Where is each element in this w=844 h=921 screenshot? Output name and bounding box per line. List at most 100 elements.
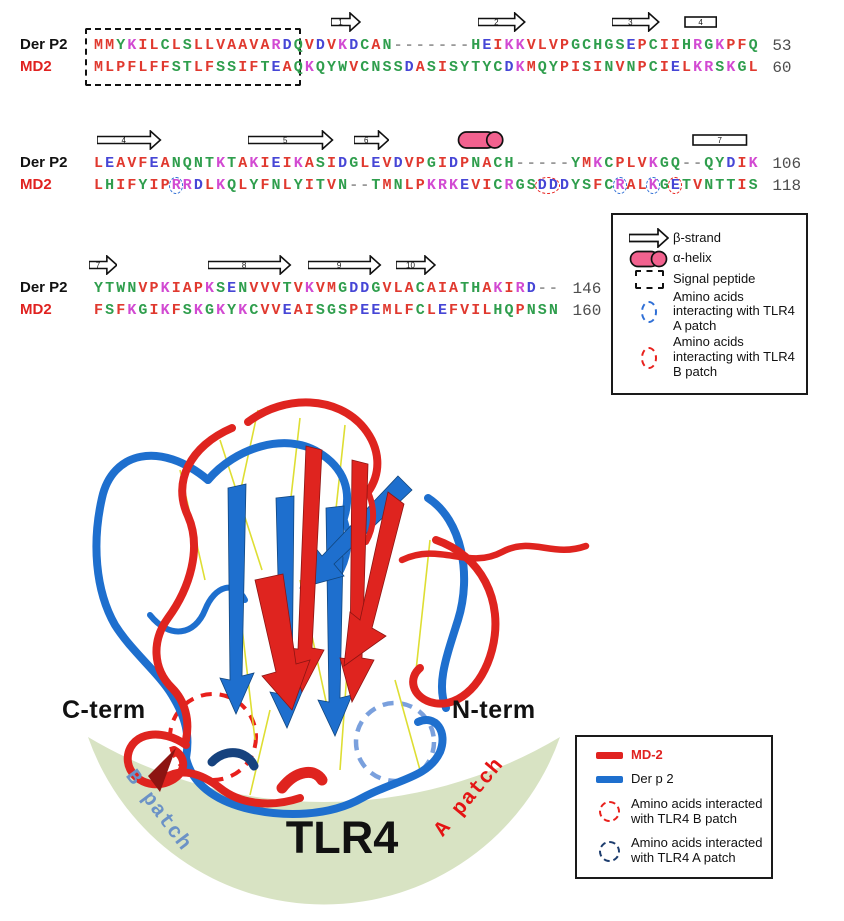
residue: S bbox=[105, 302, 115, 319]
residue: K bbox=[216, 155, 226, 172]
residue: I bbox=[149, 177, 159, 194]
residue: H bbox=[471, 280, 481, 297]
residue: L bbox=[626, 155, 636, 172]
svg-text:7: 7 bbox=[95, 261, 100, 270]
residue: K bbox=[304, 280, 314, 297]
residue: L bbox=[482, 302, 492, 319]
residue: Y bbox=[227, 302, 237, 319]
residue: L bbox=[171, 37, 181, 54]
legend-label: Amino acids interacted with TLR4 B patch bbox=[631, 795, 763, 826]
legend-item-signal-peptide: Signal peptide bbox=[625, 269, 798, 289]
md2-color-bar-icon bbox=[587, 751, 631, 759]
residue: Q bbox=[537, 59, 547, 76]
residue: A bbox=[304, 155, 314, 172]
residue: F bbox=[116, 302, 126, 319]
residue: C bbox=[493, 59, 503, 76]
residue-count: 53 bbox=[772, 37, 792, 55]
residue: I bbox=[282, 155, 292, 172]
residue: - bbox=[682, 155, 692, 172]
residue: - bbox=[360, 177, 370, 194]
residue: V bbox=[382, 280, 392, 297]
residue: P bbox=[415, 177, 425, 194]
residue: F bbox=[204, 59, 214, 76]
residue: C bbox=[415, 302, 425, 319]
residue: S bbox=[615, 37, 625, 54]
residue: D bbox=[404, 59, 414, 76]
residue: T bbox=[371, 177, 381, 194]
residue: G bbox=[371, 280, 381, 297]
residue: S bbox=[748, 177, 758, 194]
residue: I bbox=[659, 59, 669, 76]
md2-ribbon bbox=[123, 398, 590, 808]
residue: N bbox=[338, 177, 348, 194]
residue: K bbox=[216, 177, 226, 194]
legend-label: Signal peptide bbox=[673, 270, 756, 286]
residue: C bbox=[493, 155, 503, 172]
residue: H bbox=[105, 177, 115, 194]
residue: C bbox=[648, 59, 658, 76]
signal-peptide-icon bbox=[625, 269, 673, 289]
residue: L bbox=[282, 177, 292, 194]
sequence-label: Der P2 bbox=[20, 154, 68, 171]
residue: A bbox=[293, 302, 303, 319]
residue: T bbox=[682, 177, 692, 194]
legend-item-b-patch-residues: Amino acids interacted with TLR4 B patch bbox=[587, 795, 765, 827]
residue: T bbox=[715, 177, 725, 194]
svg-text:7: 7 bbox=[718, 136, 723, 145]
tlr4-crescent bbox=[88, 737, 560, 905]
residue: Y bbox=[715, 155, 725, 172]
residue: N bbox=[626, 59, 636, 76]
residue: N bbox=[127, 280, 137, 297]
residue: L bbox=[637, 177, 647, 194]
residue: Q bbox=[182, 155, 192, 172]
legend-label: MD-2 bbox=[631, 747, 663, 762]
legend-label: α-helix bbox=[673, 250, 712, 266]
residue: C bbox=[648, 37, 658, 54]
residue: V bbox=[260, 302, 270, 319]
beta-strand-arrow: 10 bbox=[395, 254, 437, 276]
residue: Q bbox=[227, 177, 237, 194]
residue: S bbox=[182, 37, 192, 54]
residue: K bbox=[726, 59, 736, 76]
residue: E bbox=[460, 177, 470, 194]
residue: C bbox=[160, 37, 170, 54]
sequence-label: Der P2 bbox=[20, 279, 68, 296]
beta-strand-bar: 7 bbox=[692, 130, 748, 150]
residue: N bbox=[193, 155, 203, 172]
residue: A bbox=[238, 37, 248, 54]
residue: D bbox=[449, 155, 459, 172]
residue: F bbox=[171, 302, 181, 319]
svg-text:1: 1 bbox=[338, 18, 343, 27]
residue: P bbox=[160, 177, 170, 194]
residue: K bbox=[249, 155, 259, 172]
residue-interaction-circle bbox=[646, 177, 661, 194]
legend-item-beta-strand: β-strand bbox=[625, 228, 798, 248]
residue: N bbox=[704, 177, 714, 194]
residue: F bbox=[449, 302, 459, 319]
beta-strand-arrow: 9 bbox=[307, 254, 382, 276]
legend-item-md2: MD-2 bbox=[587, 747, 765, 763]
residue: V bbox=[127, 155, 137, 172]
residue: T bbox=[182, 59, 192, 76]
residue: V bbox=[327, 37, 337, 54]
residue: L bbox=[404, 177, 414, 194]
residue: L bbox=[393, 280, 403, 297]
residue: V bbox=[138, 280, 148, 297]
residue: Y bbox=[571, 177, 581, 194]
residue: C bbox=[582, 37, 592, 54]
residue: D bbox=[360, 280, 370, 297]
residue: I bbox=[504, 280, 514, 297]
residue: C bbox=[415, 280, 425, 297]
residue: V bbox=[693, 177, 703, 194]
residue: R bbox=[271, 37, 281, 54]
residue: G bbox=[515, 177, 525, 194]
residue: L bbox=[238, 177, 248, 194]
derp2-color-bar-icon bbox=[587, 776, 631, 784]
sequence-label: MD2 bbox=[20, 58, 52, 75]
residue: D bbox=[559, 177, 569, 194]
residue: I bbox=[659, 37, 669, 54]
residue: D bbox=[504, 59, 514, 76]
beta-strand-arrow: 1 bbox=[329, 11, 361, 33]
residue: Y bbox=[482, 59, 492, 76]
